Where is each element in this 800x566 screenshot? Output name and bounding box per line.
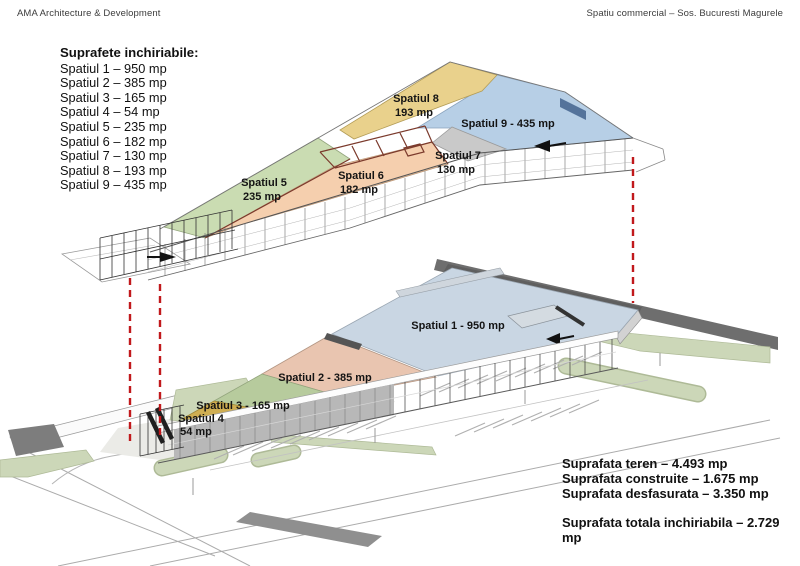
legend-item-9: Spatiul 9 – 435 mp: [60, 177, 167, 193]
legend-item-8: Spatiul 8 – 193 mp: [60, 162, 167, 178]
slab-right-tip: [632, 137, 666, 173]
green-island3: [559, 359, 705, 401]
partition-wall-dark: [324, 333, 362, 350]
legend-item-4: Spatiul 4 – 54 mp: [60, 104, 160, 120]
label-spatiul-9: Spatiul 9 - 435 mp: [461, 118, 555, 130]
upper-tip-cage: [99, 209, 239, 281]
flow-arrow-left-icon: [160, 252, 176, 262]
summary-teren: Suprafata teren – 4.493 mp: [562, 456, 728, 471]
label-spatiul-3: Spatiul 3 - 165 mp: [196, 400, 290, 412]
legend-item-5: Spatiul 5 – 235 mp: [60, 118, 167, 134]
summary-spacer: [562, 502, 800, 515]
zone9-high-wall: [560, 98, 586, 120]
label-spatiul-6-area: 182 mp: [340, 184, 378, 196]
label-spatiul-1: Spatiul 1 - 950 mp: [411, 320, 505, 332]
header: AMA Architecture & Development Spatiu co…: [17, 8, 783, 19]
stair-run-1: [145, 411, 166, 444]
plate-top-edge: [159, 61, 634, 230]
upper-facade-rails: [147, 149, 634, 273]
brand-text: AMA Architecture & Development: [17, 8, 161, 19]
room-walls: [204, 125, 449, 239]
slab-tip-line: [69, 244, 156, 261]
curb-curve: [51, 440, 201, 485]
projection-lines: [128, 157, 635, 442]
facade-base-line: [157, 367, 619, 464]
road-lines: [0, 419, 781, 566]
rentable-areas-list: Suprafete inchiriabile: Spatiul 1 – 950 …: [60, 45, 199, 193]
legend-item-6: Spatiul 6 – 182 mp: [60, 133, 167, 149]
zone-spatiul-8: [339, 61, 498, 140]
label-spatiul-8-name: Spatiul 8: [393, 93, 439, 105]
flow-arrow-right-tail: [548, 142, 567, 147]
label-spatiul-4-name: Spatiul 4: [178, 413, 225, 425]
zone-labels: Spatiul 5 235 mp Spatiul 6 182 mp Spatiu…: [178, 93, 555, 438]
label-spatiul-4-area: 54 mp: [180, 426, 212, 438]
boundary-wall-cap: [8, 424, 64, 456]
label-spatiul-2: Spatiul 2 - 385 mp: [278, 372, 372, 384]
ground-floor-building: [139, 264, 643, 464]
facade-glazing-mullions: [404, 339, 613, 412]
legend-item-1: Spatiul 1 – 950 mp: [60, 60, 167, 76]
legend-item-3: Spatiul 3 – 165 mp: [60, 89, 167, 105]
flow-arrow-right-icon: [534, 140, 550, 152]
upper-facade-base: [147, 169, 634, 281]
summary-total: Suprafata totala inchiriabila – 2.729 mp: [562, 514, 780, 545]
summary-construite: Suprafata construite – 1.675 mp: [562, 471, 759, 487]
escalator: [554, 305, 586, 327]
legend-title: Suprafete inchiriabile:: [60, 45, 199, 60]
project-title: Spatiu commercial – Sos. Bucuresti Magur…: [586, 8, 783, 19]
facade-sill-line: [167, 351, 617, 446]
label-spatiul-8-area: 193 mp: [395, 107, 433, 119]
green-patch-corner: [0, 449, 95, 478]
stair-run-2: [154, 407, 175, 440]
green-island: [155, 448, 227, 475]
slab-tip: [60, 237, 192, 283]
label-spatiul-5-area: 235 mp: [243, 191, 281, 203]
parking-aisle-line: [209, 379, 649, 471]
label-spatiul-7-area: 130 mp: [437, 164, 475, 176]
upper-floor-plate: [60, 61, 666, 283]
label-spatiul-5-name: Spatiul 5: [241, 177, 287, 189]
legend-item-7: Spatiul 7 – 130 mp: [60, 148, 167, 164]
interior-wall: [395, 267, 505, 298]
facade-solid-wall: [174, 384, 394, 460]
legend-item-2: Spatiul 2 – 385 mp: [60, 75, 167, 91]
road-segment-dark: [236, 512, 382, 547]
label-spatiul-6-name: Spatiul 6: [338, 170, 384, 182]
entrance-arrow-icon: [546, 333, 560, 345]
entrance-arrow-tail: [558, 335, 575, 340]
label-spatiul-7-name: Spatiul 7: [435, 150, 481, 162]
lamp-posts: [192, 353, 661, 495]
area-summary: Suprafata teren – 4.493 mp Suprafata con…: [562, 456, 800, 545]
summary-desfasurata: Suprafata desfasurata – 3.350 mp: [562, 486, 769, 502]
